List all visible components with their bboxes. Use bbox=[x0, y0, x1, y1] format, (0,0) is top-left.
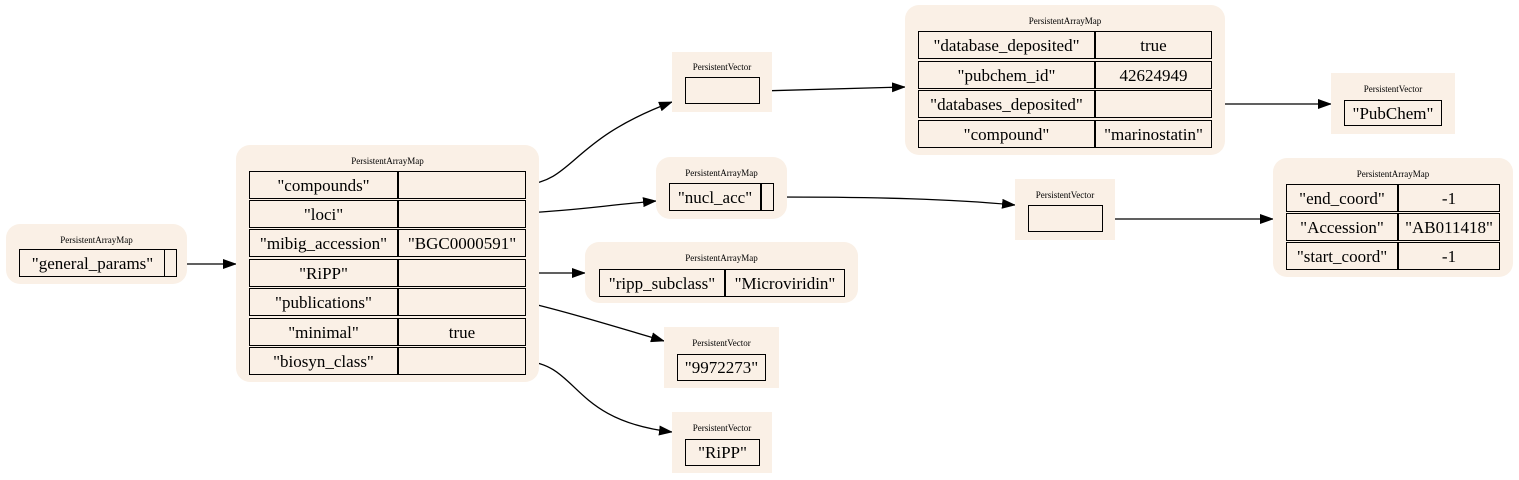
key-cell-nucl-acc: "nucl_acc" bbox=[669, 183, 761, 211]
nucl-acc-vector-node: PersistentVector bbox=[1015, 179, 1115, 240]
loci-map-node: PersistentArrayMap "nucl_acc" bbox=[656, 157, 787, 219]
key-cell-pubchem-id: "pubchem_id" bbox=[918, 61, 1095, 89]
key-cell-compound: "compound" bbox=[918, 120, 1095, 148]
general-params-map-node: PersistentArrayMap "compounds" "loci" "m… bbox=[236, 145, 539, 382]
value-cell-databases-deposited bbox=[1095, 90, 1212, 118]
key-cell-loci: "loci" bbox=[249, 200, 398, 228]
node-title: PersistentArrayMap bbox=[60, 235, 133, 245]
accession-map-node: PersistentArrayMap "end_coord" -1 "Acces… bbox=[1273, 158, 1513, 277]
compounds-vector-node: PersistentVector bbox=[672, 52, 772, 112]
value-cell bbox=[164, 249, 177, 277]
value-cell-database-deposited: true bbox=[1095, 31, 1212, 59]
value-cell-compound: "marinostatin" bbox=[1095, 120, 1212, 148]
key-cell-start-coord: "start_coord" bbox=[1286, 242, 1398, 270]
key-cell-publications: "publications" bbox=[249, 288, 398, 316]
node-title: PersistentVector bbox=[692, 338, 751, 348]
node-title: PersistentArrayMap bbox=[351, 156, 424, 166]
value-cell-loci bbox=[398, 200, 526, 228]
ripp-map-node: PersistentArrayMap "ripp_subclass" "Micr… bbox=[585, 242, 858, 303]
value-cell-ripp bbox=[398, 259, 526, 287]
value-cell-accession: "AB011418" bbox=[1398, 213, 1500, 241]
value-cell-nucl-acc bbox=[761, 183, 774, 211]
edge-compounds-vec-item bbox=[758, 82, 906, 93]
edge-compounds bbox=[524, 101, 673, 186]
edge-nucl-acc bbox=[772, 196, 1016, 209]
key-cell-accession: "Accession" bbox=[1286, 213, 1398, 241]
key-cell-end-coord: "end_coord" bbox=[1286, 184, 1398, 212]
node-title: PersistentArrayMap bbox=[1356, 169, 1430, 179]
vector-item-cell: "9972273" bbox=[677, 354, 766, 381]
key-cell-compounds: "compounds" bbox=[249, 171, 398, 199]
edge-publications bbox=[524, 301, 665, 343]
node-title: PersistentVector bbox=[1363, 84, 1423, 94]
value-cell-ripp-subclass: "Microviridin" bbox=[725, 269, 845, 297]
value-cell-biosyn-class bbox=[398, 347, 526, 375]
vector-item-cell: "RiPP" bbox=[685, 439, 760, 466]
value-cell-start-coord: -1 bbox=[1398, 242, 1500, 270]
node-title: PersistentArrayMap bbox=[685, 253, 758, 263]
pubchem-vector-node: PersistentVector "PubChem" bbox=[1331, 73, 1455, 134]
value-cell-minimal: true bbox=[398, 318, 526, 346]
key-cell-minimal: "minimal" bbox=[249, 318, 398, 346]
node-title: PersistentVector bbox=[692, 62, 752, 72]
node-title: PersistentVector bbox=[692, 423, 752, 433]
key-cell-database-deposited: "database_deposited" bbox=[918, 31, 1095, 59]
vector-item-cell bbox=[1028, 205, 1103, 232]
value-cell-compounds bbox=[398, 171, 526, 199]
key-cell-databases-deposited: "databases_deposited" bbox=[918, 90, 1095, 118]
value-cell-publications bbox=[398, 288, 526, 316]
edge-loci bbox=[524, 197, 657, 214]
key-cell-mibig-accession: "mibig_accession" bbox=[249, 229, 398, 257]
vector-item-cell bbox=[685, 77, 760, 104]
value-cell-mibig-accession: "BGC0000591" bbox=[398, 229, 526, 257]
root-map-node: PersistentArrayMap "general_params" bbox=[6, 224, 187, 284]
node-title: PersistentArrayMap bbox=[1028, 16, 1102, 26]
compound-map-node: PersistentArrayMap "database_deposited" … bbox=[905, 5, 1225, 155]
key-cell: "general_params" bbox=[19, 249, 166, 277]
node-title: PersistentArrayMap bbox=[685, 168, 758, 178]
value-cell-end-coord: -1 bbox=[1398, 184, 1500, 212]
vector-item-cell: "PubChem" bbox=[1344, 100, 1442, 126]
key-cell-biosyn-class: "biosyn_class" bbox=[249, 347, 398, 375]
biosyn-class-vector-node: PersistentVector "RiPP" bbox=[672, 412, 772, 473]
key-cell-ripp-subclass: "ripp_subclass" bbox=[599, 269, 725, 297]
node-title: PersistentVector bbox=[1035, 190, 1095, 200]
publications-vector-node: PersistentVector "9972273" bbox=[664, 327, 779, 388]
key-cell-ripp: "RiPP" bbox=[249, 259, 398, 287]
edge-biosyn-class bbox=[524, 360, 673, 436]
value-cell-pubchem-id: 42624949 bbox=[1095, 61, 1212, 89]
